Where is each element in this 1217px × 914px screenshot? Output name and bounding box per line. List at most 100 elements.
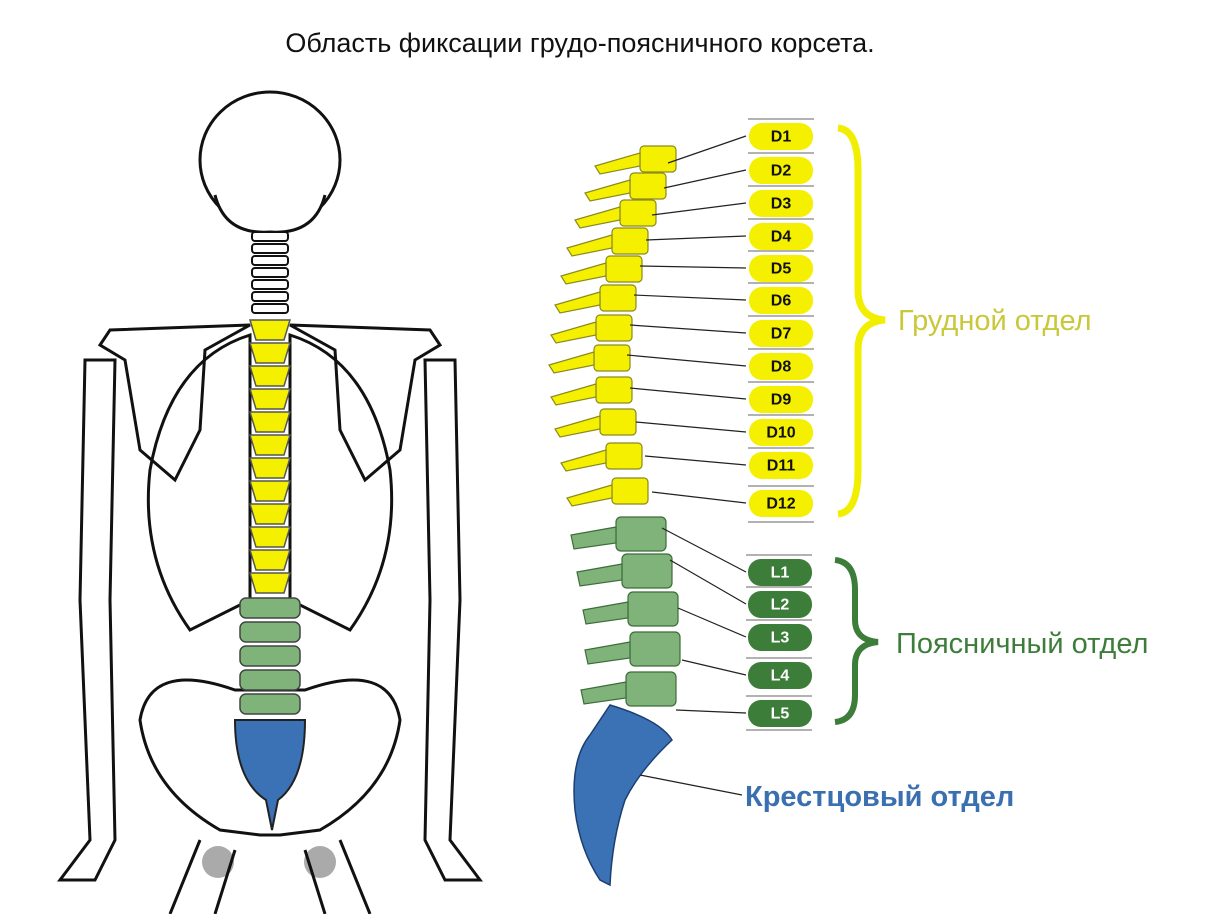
vertebra-label: D6 <box>771 293 792 310</box>
thoracic-spinous-process <box>594 152 641 175</box>
lumbar-vertebra <box>239 693 301 715</box>
thoracic-spinous-process <box>566 234 613 257</box>
thoracic-leader-line <box>645 235 747 241</box>
cervical-vertebra <box>251 303 289 314</box>
thoracic-vertebra-body <box>611 227 649 255</box>
sacral-leader-line <box>639 774 743 796</box>
thoracic-vertebra-body <box>611 477 649 505</box>
left-hip-joint <box>202 846 234 878</box>
lumbar-vertebra-body <box>621 553 673 589</box>
vertebra-pill-d10 <box>749 419 813 446</box>
right-clavicle-scapula <box>289 323 443 483</box>
lumbar-spinous-process <box>582 601 629 625</box>
lumbar-leader-line <box>675 709 747 714</box>
page-title: Область фиксации грудо-поясничного корсе… <box>285 28 875 58</box>
thoracic-vertebra <box>248 319 292 341</box>
lumbar-spinous-process <box>576 563 623 587</box>
vertebra-label: L2 <box>771 597 790 614</box>
thoracic-vertebra-body <box>595 314 633 342</box>
thoracic-leader-line <box>633 294 747 301</box>
thoracic-vertebra <box>248 503 292 525</box>
sacral-section-label: Крестцовый отдел <box>745 781 1014 813</box>
vertebra-pill-d6 <box>749 287 813 314</box>
vertebra-pill-d3 <box>749 190 813 217</box>
thoracic-vertebra-body <box>605 255 643 283</box>
thoracic-vertebra-body <box>593 344 631 372</box>
vertebra-pill-d9 <box>749 386 813 413</box>
left-clavicle-scapula <box>97 323 251 483</box>
vertebra-pill-d5 <box>749 255 813 282</box>
vertebra-pill-d8 <box>749 353 813 380</box>
lumbar-section-label: Поясничный отдел <box>896 628 1148 660</box>
thoracic-spinous-process <box>574 206 621 229</box>
lumbar-vertebra <box>239 597 301 619</box>
thoracic-vertebra <box>248 434 292 456</box>
lumbar-leader-line <box>677 607 747 638</box>
jaw <box>213 194 327 234</box>
vertebra-pill-l1 <box>748 559 812 586</box>
right-arm <box>423 358 483 882</box>
left-femur <box>168 839 237 914</box>
lumbar-vertebra <box>239 645 301 667</box>
thoracic-vertebra <box>248 572 292 594</box>
lateral-spine <box>548 145 681 887</box>
thoracic-leader-line <box>651 491 747 504</box>
vertebra-label: D5 <box>771 261 792 278</box>
thoracic-spinous-process <box>566 484 613 507</box>
thoracic-leader-line <box>663 169 747 189</box>
thoracic-vertebra <box>248 388 292 410</box>
lumbar-vertebra-body <box>627 591 679 627</box>
lumbar-brace-icon <box>834 557 879 725</box>
vertebra-pill-l4 <box>748 662 812 689</box>
sacrum <box>233 719 307 831</box>
thoracic-spinous-process <box>550 383 597 406</box>
thoracic-vertebra-body <box>639 145 677 173</box>
thoracic-vertebra <box>248 480 292 502</box>
vertebra-label: L3 <box>771 630 790 647</box>
cervical-vertebra <box>251 291 289 302</box>
vertebra-label: D3 <box>771 196 792 213</box>
cervical-vertebra <box>251 243 289 254</box>
vertebra-label: D8 <box>771 359 792 376</box>
thoracic-vertebra <box>248 549 292 571</box>
vertebra-pill-l2 <box>748 591 812 618</box>
thoracic-vertebra <box>248 526 292 548</box>
thoracic-brace-icon <box>837 124 886 518</box>
lumbar-leader-line <box>669 559 747 605</box>
thoracic-vertebra-body <box>595 376 633 404</box>
vertebra-pill-d1 <box>749 123 813 150</box>
thoracic-leader-line <box>639 265 747 269</box>
thoracic-vertebra-body <box>629 172 667 200</box>
thoracic-spinous-process <box>548 351 595 374</box>
vertebra-pill-d2 <box>749 157 813 184</box>
vertebra-label: D12 <box>766 496 795 513</box>
vertebra-label: L5 <box>771 706 790 723</box>
vertebra-label: D10 <box>766 425 795 442</box>
lumbar-vertebra-body <box>629 631 681 667</box>
vertebra-label: D9 <box>771 392 792 409</box>
thoracic-leader-line <box>629 324 747 334</box>
lumbar-spinous-process <box>570 526 617 550</box>
thoracic-spinous-process <box>560 262 607 285</box>
right-femur <box>303 839 372 914</box>
thoracic-section-label: Грудной отдел <box>898 305 1092 337</box>
cervical-vertebra <box>251 267 289 278</box>
thoracic-vertebra-body <box>619 199 657 227</box>
sacrum-lateral <box>573 704 673 887</box>
vertebra-pill-d4 <box>749 223 813 250</box>
leader-lines <box>626 135 747 714</box>
left-ribcage <box>146 332 252 632</box>
thoracic-leader-line <box>644 455 747 466</box>
thoracic-leader-line <box>667 135 747 164</box>
thoracic-vertebra <box>248 457 292 479</box>
thoracic-leader-line <box>651 202 747 216</box>
vertebra-pill-d7 <box>749 320 813 347</box>
vertebra-pill-l5 <box>748 700 812 727</box>
vertebra-label: D11 <box>767 458 796 475</box>
cervical-vertebra <box>251 279 289 290</box>
back-spine <box>233 231 307 831</box>
thoracic-spinous-process <box>550 321 597 344</box>
vertebra-label: D1 <box>771 129 792 146</box>
vertebra-pill-d12 <box>749 490 813 517</box>
vertebra-label: L4 <box>771 668 790 685</box>
